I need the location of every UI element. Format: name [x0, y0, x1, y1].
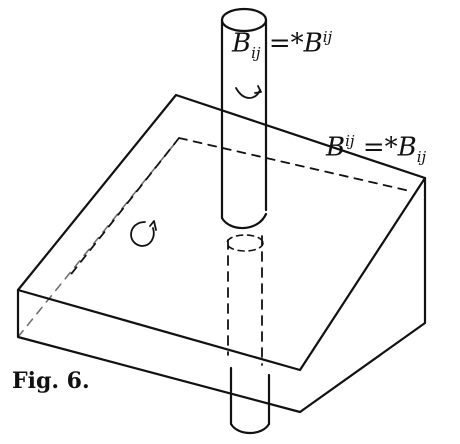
lower-plane — [16, 176, 427, 414]
figure-caption: Fig. 6. — [12, 368, 90, 394]
lower-plane-hidden-edge — [17, 141, 177, 338]
cylinder-upper — [220, 18, 268, 220]
plane-equation-label: Bij =*Bij — [326, 132, 427, 166]
cylinder-top-cap — [220, 7, 268, 33]
cylinder-equation-label: Bij =*Bij — [232, 28, 333, 62]
upper-plane — [16, 93, 427, 372]
cylinder-lower — [229, 366, 271, 426]
cylinder-hidden — [227, 235, 263, 366]
plane-curl-arrow — [130, 221, 155, 247]
